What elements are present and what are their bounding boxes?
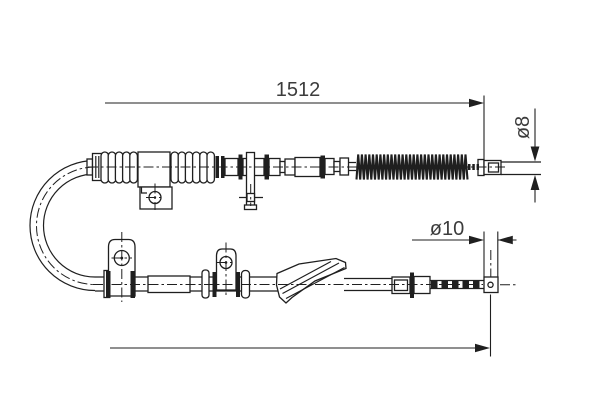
threaded-rod <box>430 279 484 290</box>
overall-length-label: 1512 <box>276 79 321 101</box>
lower-cable-run <box>95 238 499 304</box>
dark-details <box>106 154 484 298</box>
coil-spring <box>355 154 469 180</box>
dimension-lower-length <box>110 294 492 357</box>
cable-end-fitting-upper <box>477 158 541 177</box>
clevis-pin-diameter-label: ø10 <box>430 218 464 240</box>
abutment-bracket <box>137 151 173 210</box>
dimension-overall-length: 1512 <box>105 79 485 159</box>
cable-end-diameter-label: ø8 <box>512 116 534 139</box>
upper-cable-run <box>86 151 541 211</box>
dimension-clevis-pin-diameter: ø10 <box>412 218 517 277</box>
clevis-end-fitting <box>483 276 499 294</box>
cable-conduit-loop <box>29 159 96 292</box>
dimension-cable-end-diameter: ø8 <box>512 108 540 203</box>
equalizer-blade <box>275 257 347 304</box>
